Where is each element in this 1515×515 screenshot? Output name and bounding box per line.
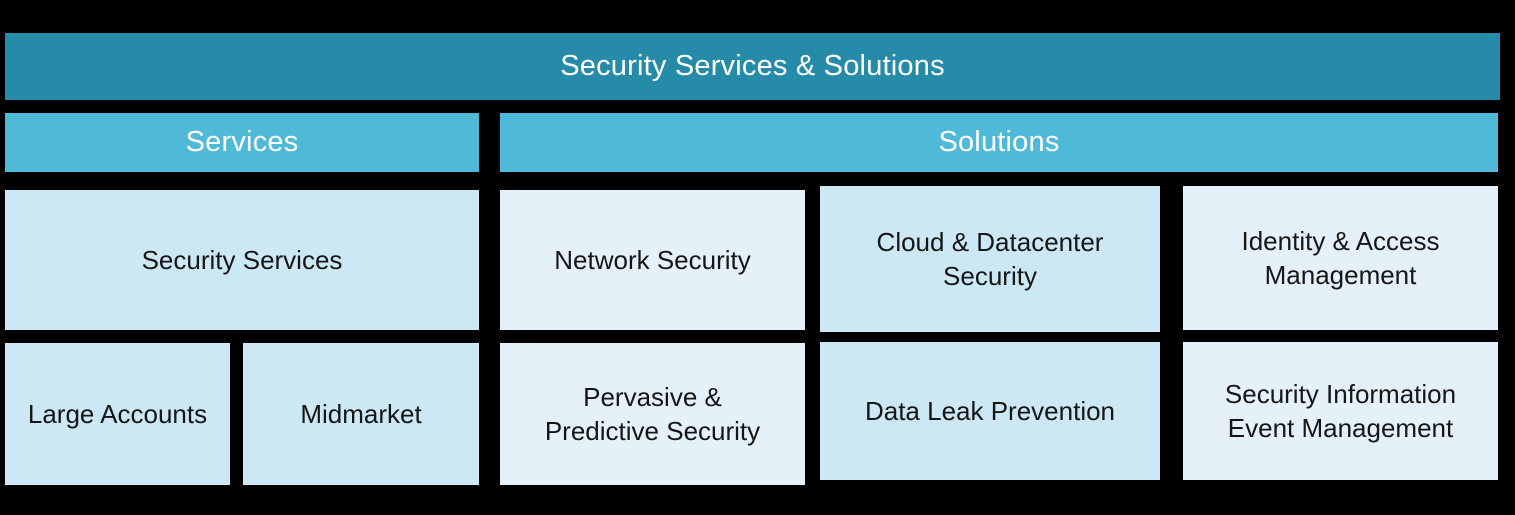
cell-data-leak-prevention: Data Leak Prevention	[820, 342, 1160, 480]
cell-identity-access-management: Identity & Access Management	[1183, 186, 1498, 330]
diagram-title: Security Services & Solutions	[5, 33, 1500, 100]
cell-security-services: Security Services	[5, 190, 479, 330]
cell-network-security: Network Security	[500, 190, 805, 330]
cell-midmarket: Midmarket	[243, 343, 479, 485]
cell-large-accounts: Large Accounts	[5, 343, 230, 485]
section-header-solutions: Solutions	[500, 113, 1498, 172]
cell-pervasive-predictive-security: Pervasive & Predictive Security	[500, 343, 805, 485]
section-header-services: Services	[5, 113, 479, 172]
cell-security-information-event-management: Security Information Event Management	[1183, 342, 1498, 480]
cell-cloud-datacenter-security: Cloud & Datacenter Security	[820, 186, 1160, 332]
